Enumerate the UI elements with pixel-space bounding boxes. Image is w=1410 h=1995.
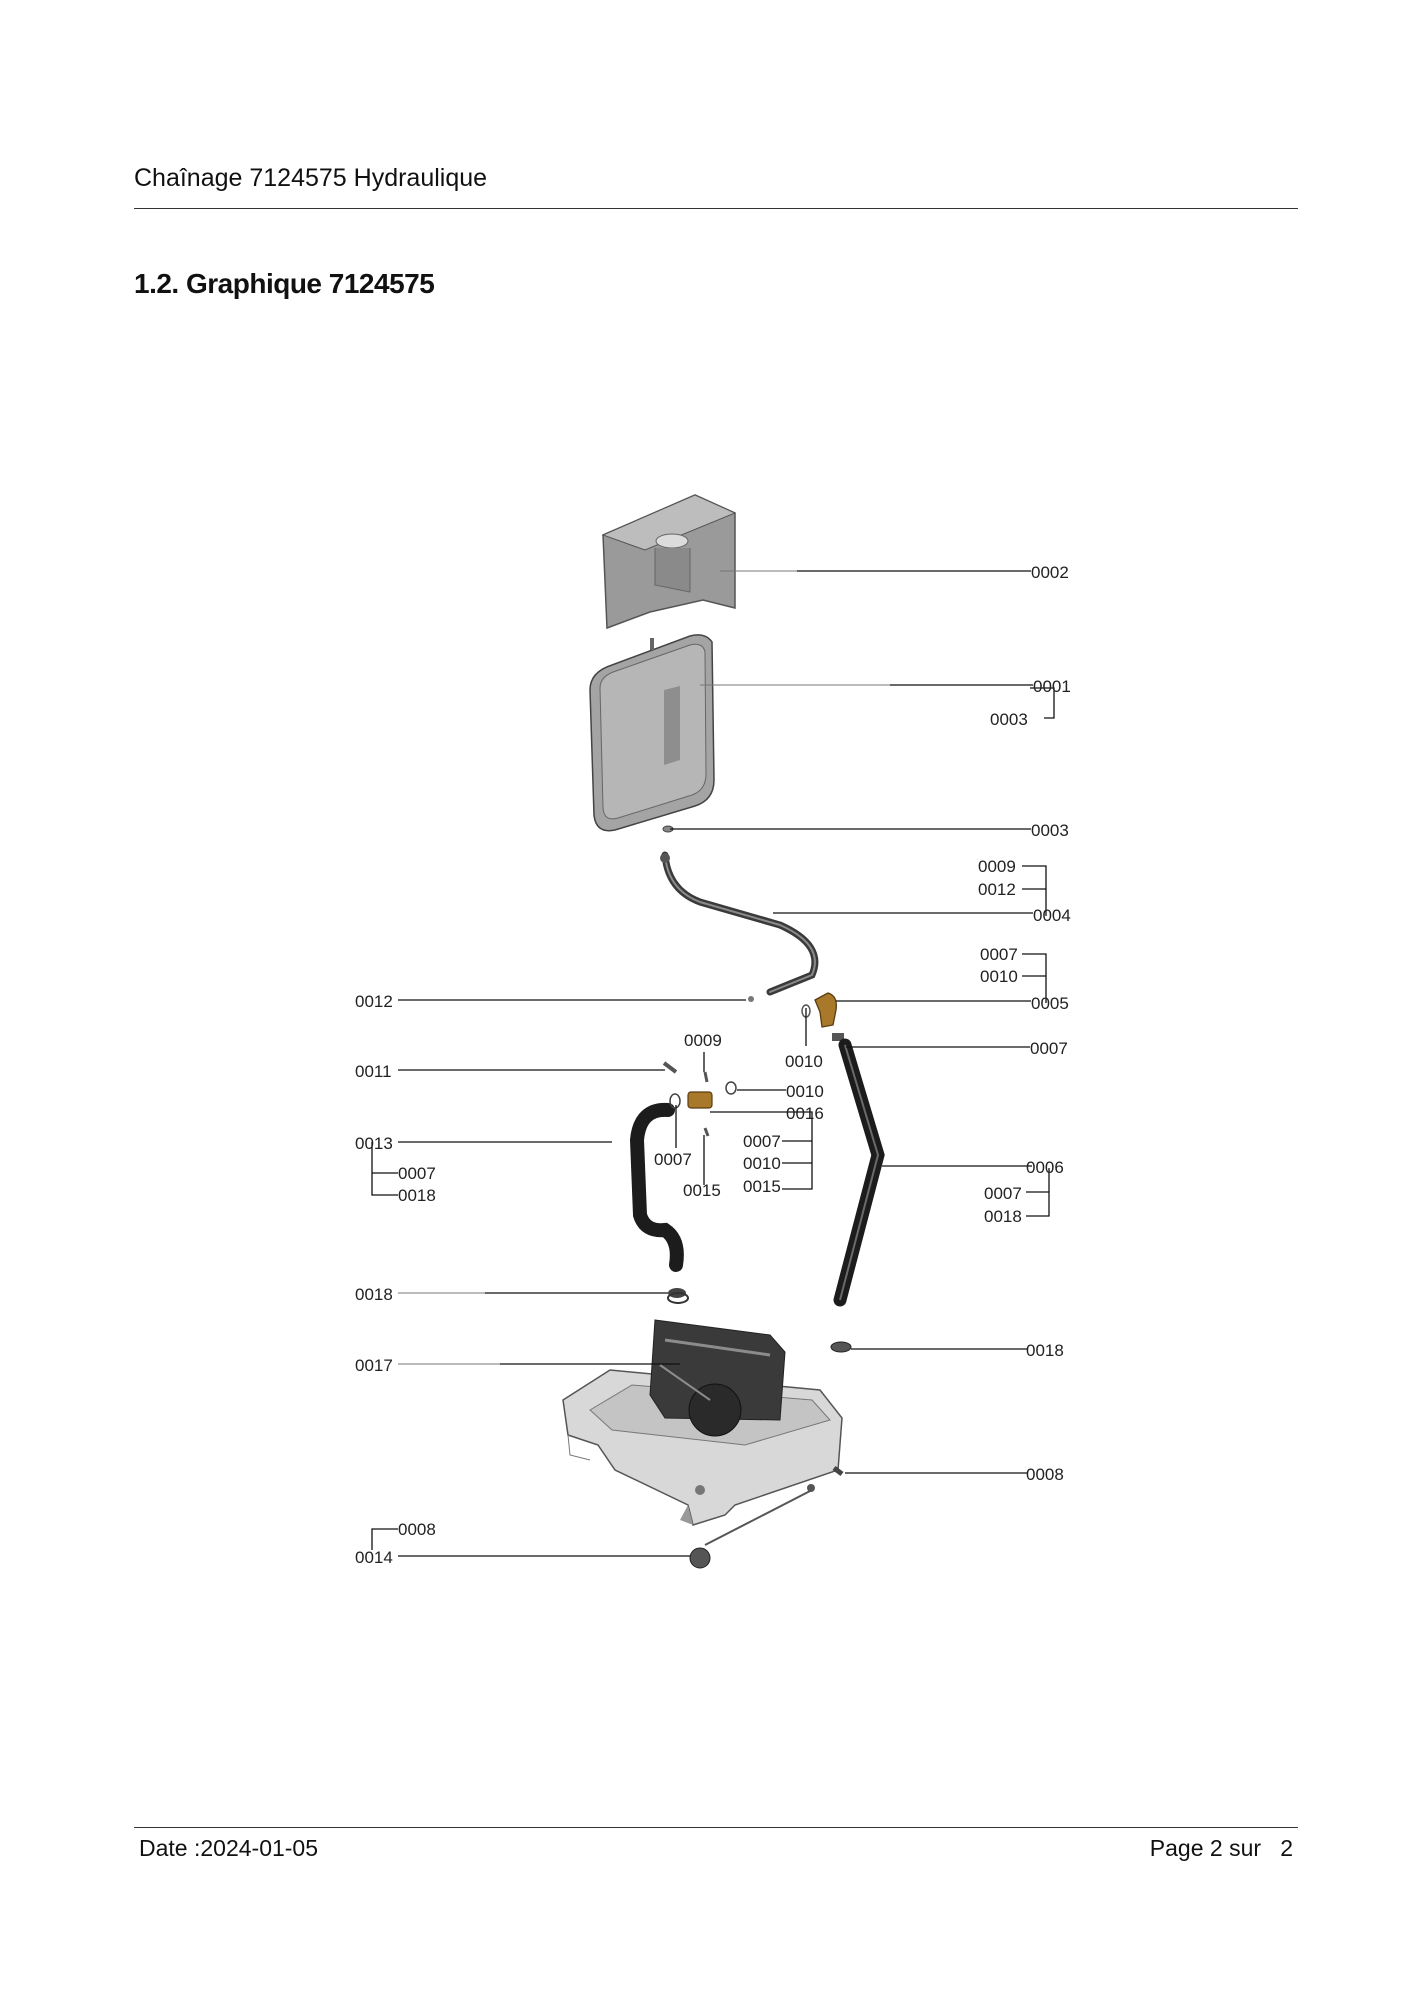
expansion-vessel-part bbox=[589, 634, 715, 832]
part-label: 0018 bbox=[984, 1207, 1022, 1226]
hose-0013-part bbox=[629, 1102, 684, 1272]
header-divider bbox=[134, 208, 1298, 209]
part-label: 0007 bbox=[398, 1164, 436, 1183]
part-label: 0012 bbox=[355, 992, 393, 1011]
part-label: 0018 bbox=[398, 1186, 436, 1205]
section-title: 1.2. Graphique 7124575 bbox=[134, 268, 435, 299]
part-label: 0016 bbox=[786, 1104, 824, 1123]
part-label: 0006 bbox=[1026, 1158, 1064, 1177]
footer-date: Date :2024-01-05 bbox=[139, 1835, 319, 1861]
part-label: 0007 bbox=[654, 1150, 692, 1169]
hydraulic-block-part bbox=[562, 1319, 843, 1526]
document-header-title: Chaînage 7124575 Hydraulique bbox=[134, 164, 488, 192]
brass-elbow-part bbox=[801, 992, 844, 1041]
parts-drawing bbox=[562, 494, 885, 1569]
part-label: 0003 bbox=[990, 710, 1028, 729]
valve-0016-part bbox=[662, 1061, 737, 1137]
part-label: 0018 bbox=[1026, 1341, 1064, 1360]
part-label: 0010 bbox=[785, 1052, 823, 1071]
cover-part bbox=[601, 494, 737, 630]
footer-page-number: Page 2 sur 2 bbox=[1150, 1835, 1293, 1862]
page-total: 2 bbox=[1280, 1835, 1293, 1861]
part-label: 0005 bbox=[1031, 994, 1069, 1013]
part-label: 0015 bbox=[683, 1181, 721, 1200]
part-label: 0003 bbox=[1031, 821, 1069, 840]
part-label: 0010 bbox=[786, 1082, 824, 1101]
part-label: 0010 bbox=[743, 1154, 781, 1173]
part-label: 0012 bbox=[978, 880, 1016, 899]
part-label: 0018 bbox=[355, 1285, 393, 1304]
part-label: 0001 bbox=[1033, 677, 1071, 696]
leader-lines bbox=[371, 570, 1055, 1557]
part-label: 0002 bbox=[1031, 563, 1069, 582]
part-label: 0017 bbox=[355, 1356, 393, 1375]
part-label: 0013 bbox=[355, 1134, 393, 1153]
flexible-hose-part bbox=[661, 851, 819, 996]
page-prefix: Page 2 sur bbox=[1149, 1835, 1262, 1861]
part-label: 0008 bbox=[398, 1520, 436, 1539]
part-label: 0007 bbox=[1030, 1039, 1068, 1058]
part-label: 0007 bbox=[743, 1132, 781, 1151]
part-label: 0014 bbox=[355, 1548, 393, 1567]
part-label: 0009 bbox=[978, 857, 1016, 876]
part-label: 0011 bbox=[355, 1062, 392, 1081]
part-label: 0004 bbox=[1033, 906, 1071, 925]
footer-divider bbox=[134, 1827, 1298, 1828]
part-label: 0007 bbox=[984, 1184, 1022, 1203]
part-labels: 0002 0001 0003 0003 0009 0012 0004 0007 … bbox=[355, 563, 1071, 1567]
part-label: 0007 bbox=[980, 945, 1018, 964]
pipe-0006-part bbox=[833, 1038, 885, 1307]
part-label: 0015 bbox=[743, 1177, 781, 1196]
part-label: 0008 bbox=[1026, 1465, 1064, 1484]
part-label: 0009 bbox=[684, 1031, 722, 1050]
part-label: 0010 bbox=[980, 967, 1018, 986]
